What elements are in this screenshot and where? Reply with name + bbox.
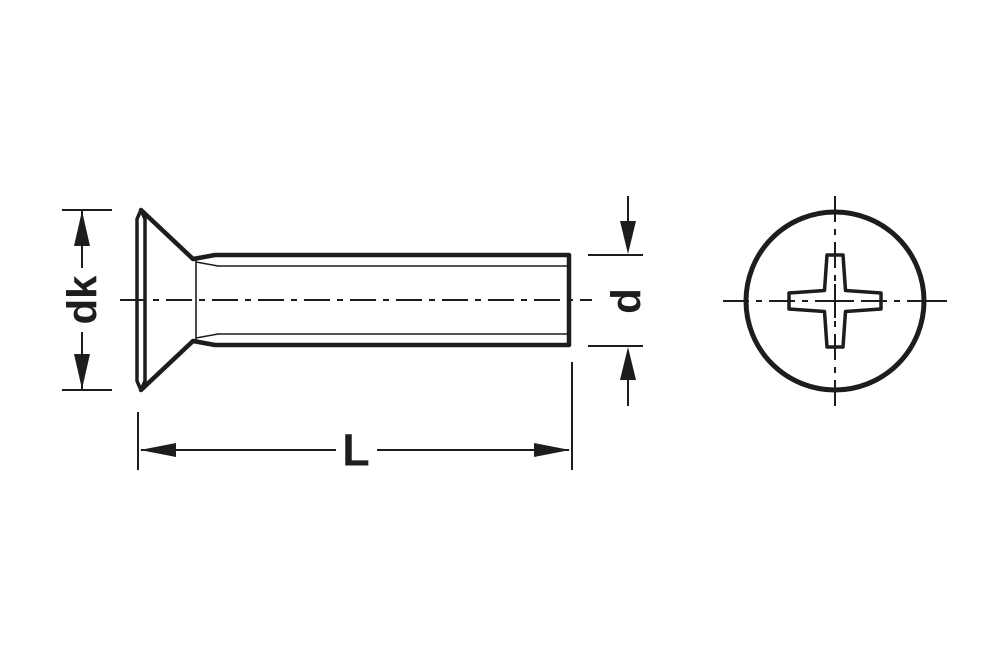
d-arrow-down-icon [620,221,636,254]
l-label: L [342,425,370,476]
d-label: d [603,288,650,314]
head-cone-top [138,207,196,262]
l-arrow-left-icon [140,443,176,457]
d-arrow-up-icon [620,347,636,380]
dk-arrow-down-icon [74,354,90,389]
dk-label: dk [59,275,106,325]
head-cone-bottom [138,338,196,393]
dimension-dk: dk [59,209,112,391]
dimension-d: d [588,196,650,406]
l-arrow-right-icon [534,443,570,457]
thread-chamfer-top [195,261,219,267]
thread-chamfer-bottom [195,333,219,339]
dk-arrow-up-icon [74,211,90,246]
screw-side-view [120,207,592,393]
dimension-l: L [137,362,573,476]
screw-front-view [723,196,947,406]
